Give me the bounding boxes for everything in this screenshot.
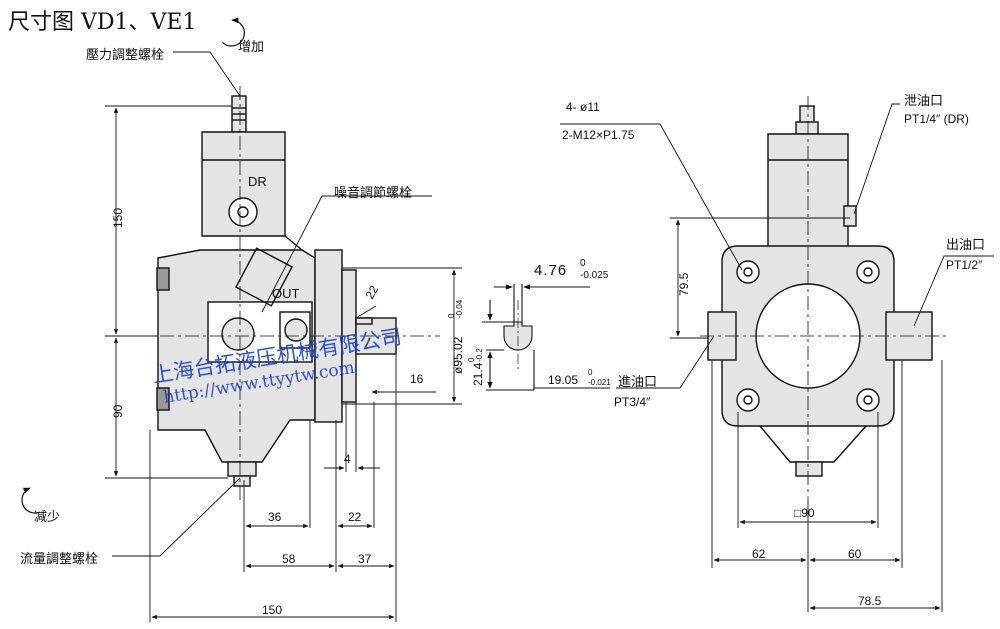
outlet-name: 出油口 [946,238,986,253]
decrease-label: 减少 [34,510,61,525]
key-tol-upper: 0 [580,258,586,269]
holes-label: 4- ø11 [566,100,600,114]
dim-58: 58 [282,552,296,566]
outlet-thread: PT1/2″ [946,258,983,272]
inlet-thread: PT3/4″ [614,395,651,409]
noise-screw [235,247,293,307]
dim-79-5: 79.5 [677,272,691,296]
flow-screw-label: 流量調整螺栓 [20,552,99,567]
dim-4: 4 [344,452,351,466]
dim-21-4: 21.4 [471,362,485,386]
dim-90-square: □90 [794,506,815,520]
dim-37: 37 [358,552,372,566]
decrease-rotation-icon [21,487,41,514]
front-view-dimensions [560,103,994,612]
dim-36: 36 [268,510,282,524]
drain-name: 泄油口 [904,94,944,109]
pressure-screw-label: 壓力調整螺栓 [86,48,165,63]
dim-90-vertical: 90 [111,404,125,418]
dim-95-02: ø95.02 [451,336,465,374]
dim-95-02-tol-lower: -0.04 [455,299,464,318]
dim-150-vertical: 150 [111,208,125,228]
page-title: 尺寸图 VD1、VE1 [8,10,197,35]
dim-95-02-tol-upper: 0 [447,313,456,318]
dim-62: 62 [752,547,766,561]
drain-thread: PT1/4″ (DR) [904,112,969,126]
dim-22: 22 [348,510,362,524]
increase-rotation-icon [221,17,245,47]
dim-21-4-tol-upper: 0 [467,357,476,362]
dr-port-label: DR [248,174,267,189]
side-view-dimensions [105,51,462,622]
dim-78-5: 78.5 [858,594,882,608]
shaft-dia: 19.05 [548,373,579,387]
key-width: 4.76 [534,262,568,279]
shaft-tol-lower: -0.021 [588,378,611,387]
dim-16: 16 [410,372,424,386]
increase-label: 增加 [238,40,265,55]
dim-150-horizontal: 150 [262,603,283,617]
front-view [700,96,950,500]
dim-22-angle: 22 [362,283,381,302]
inlet-name: 進油口 [618,375,658,390]
dim-60: 60 [848,547,862,561]
out-port-label: OUT [272,286,300,301]
bolts-label: 2-M12×P1.75 [562,128,635,142]
shaft-tol-upper: 0 [588,368,593,377]
shaft-key-detail [482,284,610,391]
dim-21-4-tol-lower: -0.2 [475,348,484,362]
flow-bolt [227,461,257,477]
key-tol-lower: -0.025 [580,270,609,281]
noise-screw-label: 噪音調節螺栓 [334,186,413,201]
side-view [110,86,440,500]
